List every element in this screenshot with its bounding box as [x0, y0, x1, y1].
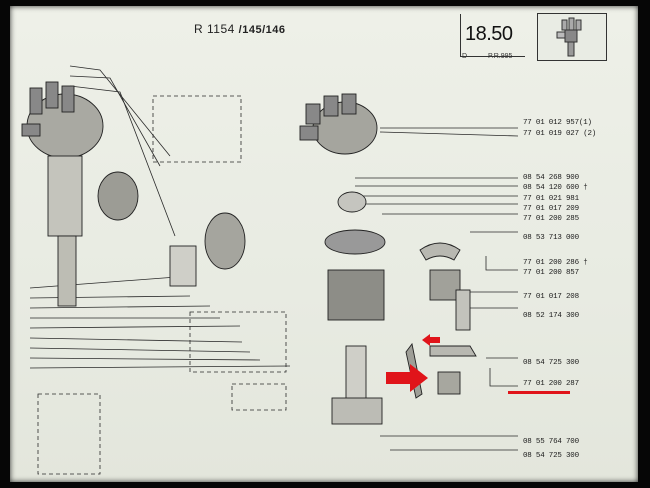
red-underline — [508, 391, 570, 394]
part-number: 77 01 200 286 † — [523, 259, 588, 267]
highlight-markers — [386, 334, 570, 394]
part-number: 77 01 021 981 — [523, 195, 579, 203]
part-number: 08 53 713 000 — [523, 234, 579, 242]
section-thumbnail — [537, 13, 607, 61]
part-number: 08 55 764 700 — [523, 438, 579, 446]
part-number-highlighted: 77 01 200 287 — [523, 380, 579, 388]
catalog-page: R 1154 /145/146 18.50 D P.R.995 — [10, 6, 638, 482]
part-number: 77 01 017 208 — [523, 293, 579, 301]
part-number: 08 52 174 300 — [523, 312, 579, 320]
part-number: 77 01 200 285 — [523, 215, 579, 223]
page-number-box — [460, 14, 525, 57]
part-number: 08 54 120 600 † — [523, 184, 588, 192]
part-number: 77 01 017 209 — [523, 205, 579, 213]
large-red-arrow-icon — [386, 364, 428, 392]
part-number: 08 54 268 900 — [523, 174, 579, 182]
exploded-diagram — [21, 65, 570, 475]
part-number: 08 54 725 300 — [523, 359, 579, 367]
part-number: 77 01 200 857 — [523, 269, 579, 277]
small-red-arrow-icon — [422, 334, 440, 346]
page-number: 18.50 — [465, 23, 513, 45]
part-number: 08 54 725 300 — [523, 452, 579, 460]
part-number: 77 01 012 957(1) — [523, 119, 592, 127]
part-number: 77 01 019 027 (2) — [523, 130, 597, 138]
page-label-pr: P.R.995 — [488, 53, 513, 60]
distributor-thumbnail-icon — [556, 17, 582, 57]
page-label-d: D — [462, 53, 468, 60]
model-reference: R 1154 /145/146 — [194, 22, 286, 36]
